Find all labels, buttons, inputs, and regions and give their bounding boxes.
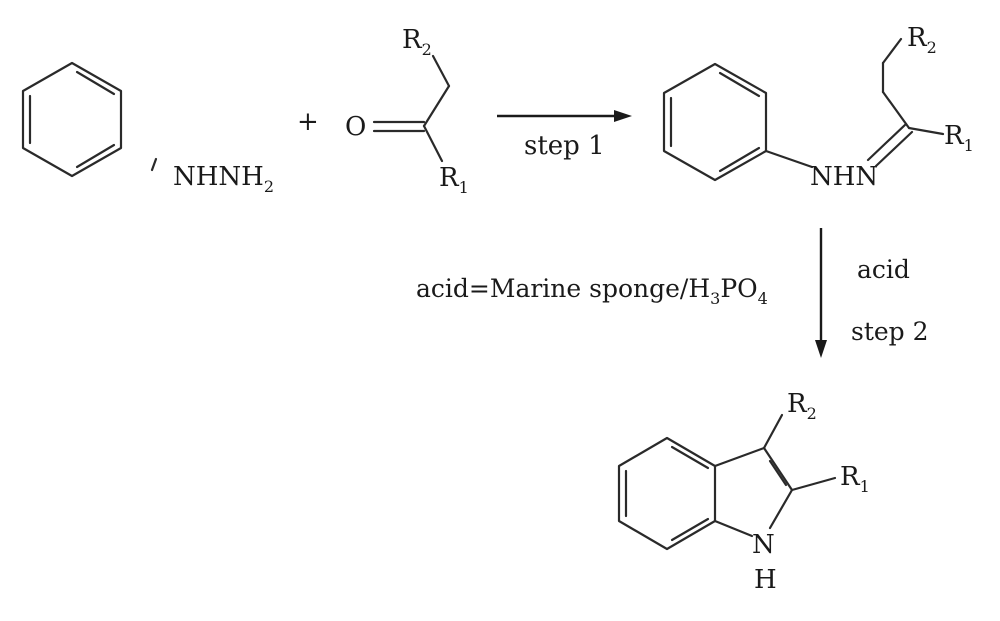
plus-sign: + xyxy=(297,107,319,137)
ketone-r1: R1 xyxy=(439,163,469,197)
step2-reagent: acid xyxy=(857,255,910,284)
hydrazone-r1: R1 xyxy=(944,121,974,155)
imine-bond-double xyxy=(874,130,914,168)
step1-arrow xyxy=(497,110,632,122)
indole-benzene-ring xyxy=(617,436,717,551)
catalyst-condition: acid=Marine sponge/H3PO4 xyxy=(416,274,768,308)
ketone: O R2 R1 xyxy=(345,25,469,197)
ketone-oxygen: O xyxy=(345,112,366,142)
ketone-r2: R2 xyxy=(402,25,432,59)
pyrrole-ring xyxy=(713,446,794,538)
step2-label: step 2 xyxy=(851,317,929,346)
hydrazine-bond xyxy=(150,157,158,172)
hydrazine-label: NHNH2 xyxy=(173,162,274,196)
hydrazone-r2: R2 xyxy=(907,23,937,57)
indole-r2: R2 xyxy=(787,389,817,423)
benzene-ring-reactant xyxy=(21,61,123,178)
indole-nitrogen: N xyxy=(752,530,775,560)
indole-product: R2 R1 N H xyxy=(617,389,870,595)
indole-hydrogen: H xyxy=(754,565,777,595)
imine-bond xyxy=(866,122,908,162)
hydrazone: NHN R2 R1 xyxy=(662,23,974,192)
step1-label: step 1 xyxy=(524,131,605,161)
hydrazone-nh-label: NHN xyxy=(810,162,878,192)
indole-r1: R1 xyxy=(840,462,870,496)
step2-arrow xyxy=(815,228,827,358)
benzene-ring-hydrazone xyxy=(662,62,768,182)
phenylhydrazine: NHNH2 xyxy=(21,61,274,196)
